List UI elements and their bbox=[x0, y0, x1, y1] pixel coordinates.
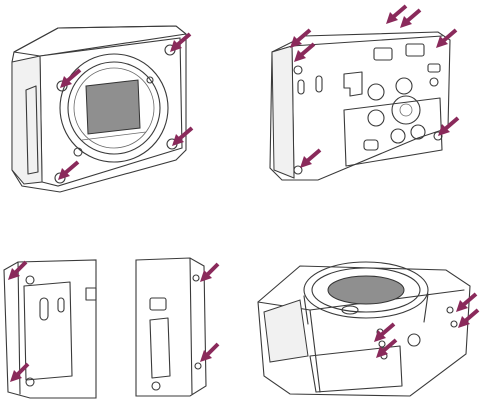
arrow-icon bbox=[386, 4, 408, 24]
camera-partial-illustration bbox=[3, 257, 220, 399]
camera-front-view bbox=[0, 0, 200, 205]
arrow-icon bbox=[58, 160, 80, 180]
arrow-icon bbox=[60, 68, 82, 88]
camera-side-illustration bbox=[269, 4, 460, 181]
camera-side-view bbox=[258, 0, 480, 190]
arrow-icon bbox=[438, 116, 460, 136]
arrow-icon bbox=[8, 260, 28, 280]
arrow-icon bbox=[200, 342, 220, 362]
arrow-icon bbox=[300, 148, 322, 168]
arrow-icon bbox=[10, 362, 30, 382]
arrow-icon bbox=[456, 292, 478, 312]
camera-partial-views bbox=[0, 246, 222, 404]
arrow-icon bbox=[200, 262, 220, 282]
arrow-icon bbox=[294, 42, 316, 62]
arrow-icon bbox=[374, 322, 396, 342]
arrow-icon bbox=[170, 32, 192, 52]
camera-top-illustration bbox=[257, 261, 480, 397]
arrow-icon bbox=[172, 126, 194, 146]
arrow-icon bbox=[436, 28, 458, 48]
arrow-icon bbox=[290, 28, 312, 48]
camera-front-illustration bbox=[11, 25, 194, 193]
arrow-icon bbox=[400, 8, 422, 28]
camera-top-view bbox=[250, 246, 482, 406]
arrow-icon bbox=[458, 308, 480, 328]
arrow-icon bbox=[376, 338, 398, 358]
